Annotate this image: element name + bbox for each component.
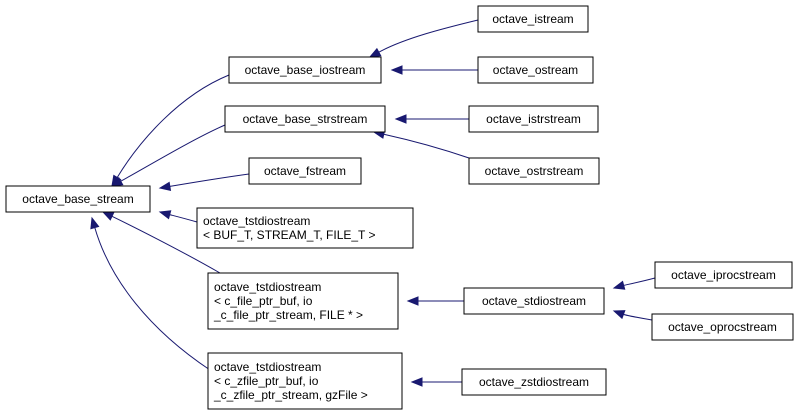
node-box	[477, 56, 594, 84]
node-label: _c_zfile_ptr_stream, gzFile >	[213, 388, 368, 402]
node-label: octave_istrstream	[486, 112, 581, 126]
arrowhead-icon	[368, 47, 382, 58]
arrowhead-icon	[410, 377, 423, 387]
node-box	[207, 352, 403, 410]
node-tstdio-generic[interactable]: octave_tstdiostream< BUF_T, STREAM_T, FI…	[196, 207, 414, 249]
edge-iprocstream-to-stdiostream	[612, 277, 656, 290]
node-box	[461, 368, 607, 396]
node-box	[224, 105, 386, 133]
node-ostrstream[interactable]: octave_ostrstream	[468, 157, 600, 185]
node-base-strstream[interactable]: octave_base_strstream	[224, 105, 386, 133]
arrowhead-icon	[158, 181, 172, 191]
node-label: octave_ostrstream	[485, 164, 584, 178]
node-box	[463, 287, 605, 315]
node-label: < c_zfile_ptr_buf, io	[214, 374, 319, 388]
node-box	[477, 5, 589, 33]
edge-oprocstream-to-stdiostream	[612, 310, 653, 321]
arrowhead-icon	[110, 176, 124, 187]
arrowhead-icon	[612, 280, 626, 290]
node-label: < BUF_T, STREAM_T, FILE_T >	[203, 228, 376, 242]
node-istream[interactable]: octave_istream	[477, 5, 589, 33]
node-stdiostream[interactable]: octave_stdiostream	[463, 287, 605, 315]
node-label: octave_ostream	[493, 63, 578, 77]
node-fstream[interactable]: octave_fstream	[248, 157, 362, 185]
node-box	[5, 185, 151, 213]
arrowhead-icon	[158, 210, 172, 220]
node-label: < c_file_ptr_buf, io	[214, 294, 313, 308]
arrowhead-icon	[390, 65, 403, 75]
node-tstdio-cfile[interactable]: octave_tstdiostream< c_file_ptr_buf, io_…	[207, 272, 399, 330]
node-label: octave_iprocstream	[671, 268, 776, 282]
node-label: octave_oprocstream	[668, 320, 777, 334]
node-label: octave_tstdiostream	[214, 360, 321, 374]
edge-line	[378, 19, 479, 53]
edge-line	[116, 74, 230, 178]
edge-tstdio-zfile-to-base-stream	[90, 216, 211, 371]
node-box	[248, 157, 362, 185]
edge-fstream-to-base-stream	[158, 173, 250, 191]
node-box	[196, 207, 414, 249]
node-label: _c_file_ptr_stream, FILE * >	[213, 308, 363, 322]
arrowhead-icon	[612, 310, 626, 320]
arrowhead-icon	[90, 216, 100, 230]
edge-tstdio-generic-to-base-stream	[158, 210, 198, 223]
node-box	[654, 261, 793, 289]
edge-ostream-to-base-iostream	[390, 65, 478, 75]
node-tstdio-zfile[interactable]: octave_tstdiostream< c_zfile_ptr_buf, io…	[207, 352, 403, 410]
edge-line	[94, 227, 211, 371]
node-label: octave_zstdiostream	[479, 375, 589, 389]
edge-base-strstream-to-base-stream	[110, 124, 226, 187]
node-box	[228, 56, 382, 84]
node-box	[651, 313, 794, 341]
arrowhead-icon	[406, 296, 419, 306]
node-zstdiostream[interactable]: octave_zstdiostream	[461, 368, 607, 396]
node-base-iostream[interactable]: octave_base_iostream	[228, 56, 382, 84]
edge-istream-to-base-iostream	[368, 19, 479, 58]
node-oprocstream[interactable]: octave_oprocstream	[651, 313, 794, 341]
node-label: octave_tstdiostream	[214, 280, 321, 294]
node-box	[468, 157, 600, 185]
node-istrstream[interactable]: octave_istrstream	[468, 105, 599, 133]
edge-tstdio-cfile-to-base-stream	[101, 211, 221, 274]
edge-line	[120, 124, 226, 182]
edge-istrstream-to-base-strstream	[394, 114, 469, 124]
edge-line	[169, 173, 250, 187]
node-box	[207, 272, 399, 330]
node-label: octave_base_strstream	[243, 112, 368, 126]
edge-line	[623, 313, 653, 321]
edge-line	[383, 133, 470, 159]
node-label: octave_fstream	[264, 164, 346, 178]
node-label: octave_base_iostream	[245, 63, 366, 77]
node-label: octave_base_stream	[22, 192, 133, 206]
node-base-stream[interactable]: octave_base_stream	[5, 185, 151, 213]
edge-zstdiostream-to-tstdio-zfile	[410, 377, 462, 387]
edge-line	[623, 277, 656, 286]
arrowhead-icon	[394, 114, 407, 124]
edge-line	[111, 215, 221, 274]
edge-base-iostream-to-base-stream	[111, 74, 230, 188]
edge-ostrstream-to-base-strstream	[372, 129, 470, 159]
edge-stdiostream-to-tstdio-cfile	[406, 296, 464, 306]
edge-line	[169, 214, 198, 223]
node-ostream[interactable]: octave_ostream	[477, 56, 594, 84]
node-label: octave_tstdiostream	[203, 214, 310, 228]
node-iprocstream[interactable]: octave_iprocstream	[654, 261, 793, 289]
node-label: octave_stdiostream	[482, 294, 586, 308]
nodes-layer: octave_base_streamoctave_base_iostreamoc…	[5, 5, 794, 410]
node-label: octave_istream	[492, 12, 573, 26]
arrowhead-icon	[101, 211, 115, 221]
node-box	[468, 105, 599, 133]
